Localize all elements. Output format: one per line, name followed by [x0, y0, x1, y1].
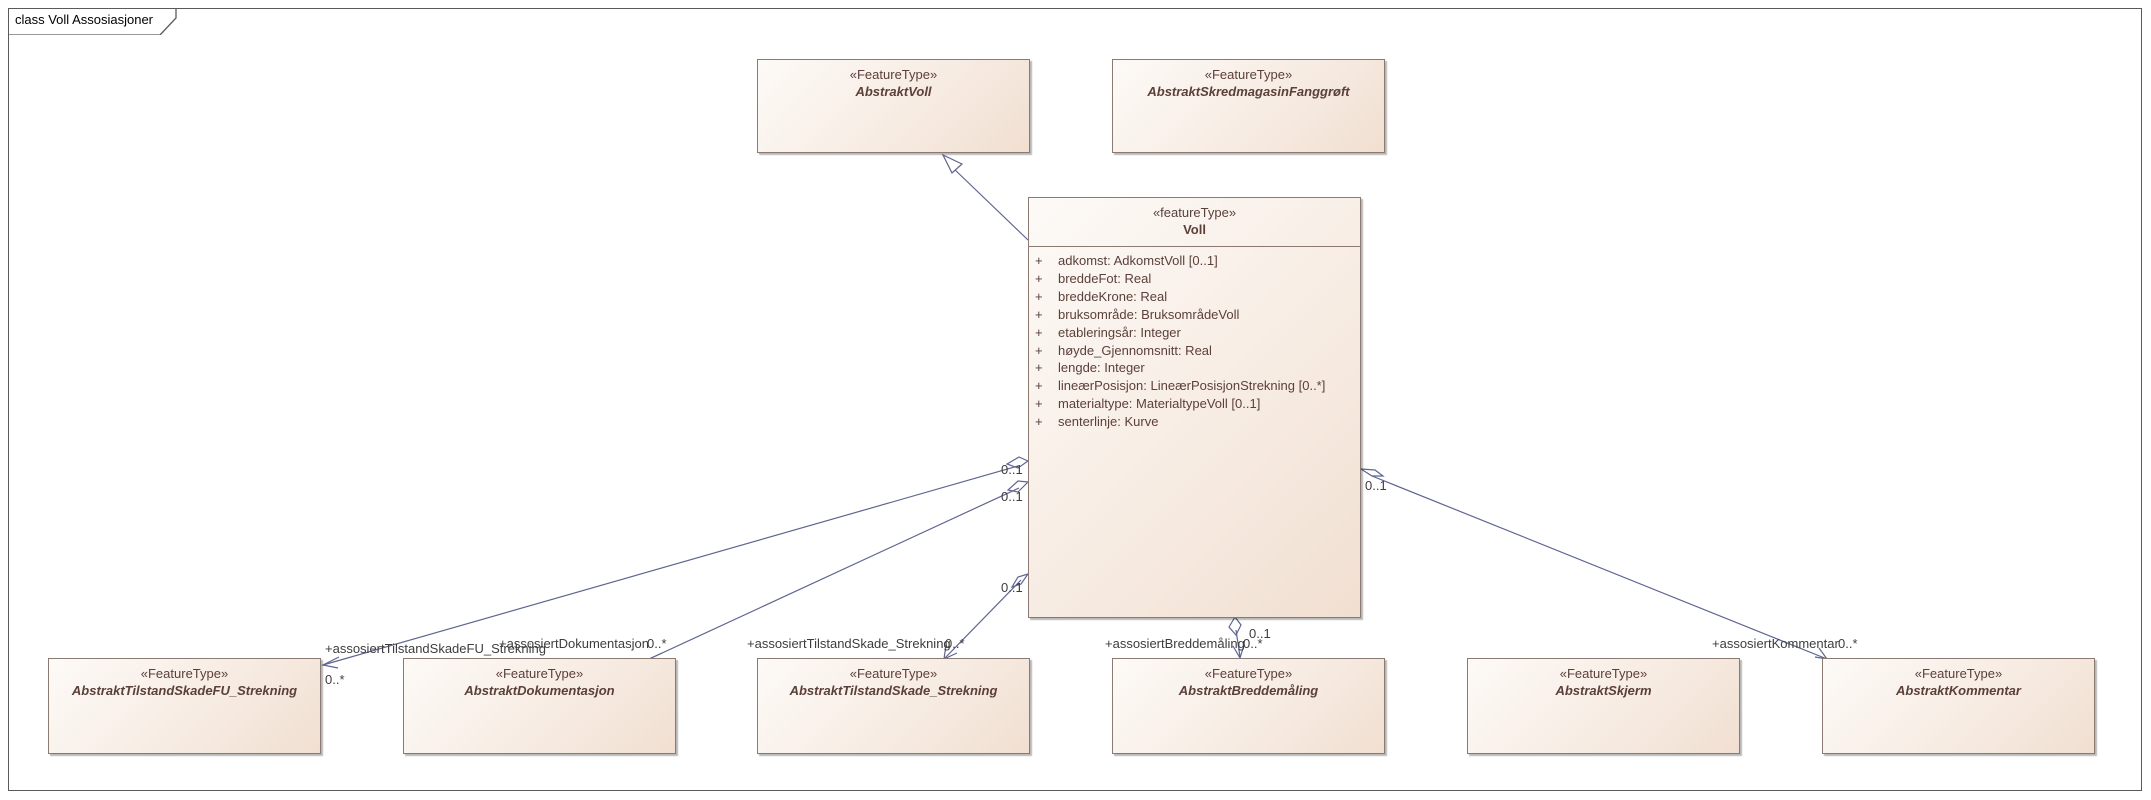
aggregation-icon [1228, 615, 1242, 637]
attribute-row: +materialtype: MaterialtypeVoll [0..1] [1035, 396, 1261, 412]
class-abstrakt-tilstand-skade-strekning[interactable]: «FeatureType» AbstraktTilstandSkade_Stre… [757, 658, 1030, 754]
aggregation-icon [1010, 572, 1030, 589]
aggregation-icon [1006, 480, 1030, 493]
multiplicity-label: 0..* [325, 672, 345, 687]
class-name: AbstraktSkredmagasinFanggrøft [1147, 84, 1350, 99]
multiplicity-label: 0..1 [1001, 462, 1023, 477]
role-label-kommentar: +assosiertKommentar [1712, 636, 1839, 651]
class-name: AbstraktVoll [855, 84, 932, 99]
multiplicity-label: 0..* [647, 636, 667, 651]
aggregation-icon [1005, 456, 1030, 469]
diagram-title: class Voll Assosiasjoner [15, 12, 154, 27]
multiplicity-label: 0..* [1838, 636, 1858, 651]
attribute-row: +lengde: Integer [1035, 360, 1145, 376]
association-line-tilstand-strekning [943, 579, 1022, 660]
role-label-dokumentasjon: +assosiertDokumentasjon [499, 636, 649, 651]
attribute-row: +etableringsår: Integer [1035, 324, 1181, 340]
diagram-frame [8, 8, 2142, 791]
class-abstrakt-skredmagasin-fanggroft[interactable]: «FeatureType» AbstraktSkredmagasinFanggr… [1112, 59, 1385, 153]
generalization-line [951, 166, 1029, 241]
role-label-tilstand-strekning: +assosiertTilstandSkade_Strekning [747, 636, 951, 651]
attribute-row: +senterlinje: Kurve [1035, 414, 1159, 430]
association-line-dokumentasjon [646, 487, 1020, 661]
role-label-breddemaling: +assosiertBreddemåling [1105, 636, 1245, 651]
stereotype-label: «FeatureType» [849, 67, 938, 82]
stereotype-label: «featureType» [1152, 205, 1237, 220]
class-abstrakt-kommentar[interactable]: «FeatureType» AbstraktKommentar [1822, 658, 2095, 754]
class-name: AbstraktSkjerm [1555, 683, 1652, 698]
class-abstrakt-voll[interactable]: «FeatureType» AbstraktVoll [757, 59, 1030, 153]
attribute-row: +lineærPosisjon: LineærPosisjonStrekning… [1035, 378, 1326, 394]
class-name: Voll [1183, 222, 1206, 237]
stereotype-label: «FeatureType» [1559, 666, 1648, 681]
generalization-arrowhead-icon [941, 153, 964, 174]
attribute-row: +høyde_Gjennomsnitt: Real [1035, 342, 1212, 358]
class-name: AbstraktTilstandSkade_Strekning [789, 683, 998, 698]
attribute-row: +breddeKrone: Real [1035, 288, 1168, 304]
attribute-list: +adkomst: AdkomstVoll [0..1] +breddeFot:… [1029, 247, 1360, 431]
multiplicity-label: 0..1 [1365, 478, 1387, 493]
class-abstrakt-tilstand-skade-fu-strekning[interactable]: «FeatureType» AbstraktTilstandSkadeFU_St… [48, 658, 321, 754]
multiplicity-label: 0..* [945, 636, 965, 651]
stereotype-label: «FeatureType» [140, 666, 229, 681]
open-arrow-icon [321, 656, 340, 669]
aggregation-icon [1360, 468, 1385, 477]
stereotype-label: «FeatureType» [849, 666, 938, 681]
stereotype-label: «FeatureType» [1914, 666, 2003, 681]
multiplicity-label: 0..* [1243, 636, 1263, 651]
stereotype-label: «FeatureType» [1204, 666, 1293, 681]
class-abstrakt-skjerm[interactable]: «FeatureType» AbstraktSkjerm [1467, 658, 1740, 754]
class-name: AbstraktTilstandSkadeFU_Strekning [71, 683, 298, 698]
attribute-compartment-divider [1029, 246, 1360, 247]
attribute-row: +breddeFot: Real [1035, 270, 1152, 286]
attribute-row: +bruksområde: BruksområdeVoll [1035, 306, 1240, 322]
class-name: AbstraktKommentar [1896, 683, 2021, 698]
stereotype-label: «FeatureType» [495, 666, 584, 681]
attribute-row: +adkomst: AdkomstVoll [0..1] [1035, 253, 1218, 268]
class-voll[interactable]: «featureType» Voll +adkomst: AdkomstVoll… [1028, 197, 1361, 618]
class-abstrakt-dokumentasjon[interactable]: «FeatureType» AbstraktDokumentasjon [403, 658, 676, 754]
class-name: AbstraktDokumentasjon [464, 683, 615, 698]
stereotype-label: «FeatureType» [1204, 67, 1293, 82]
multiplicity-label: 0..1 [1249, 626, 1271, 641]
role-label-tilstand-fu: +assosiertTilstandSkadeFU_Strekning [325, 641, 546, 656]
class-abstrakt-breddemaling[interactable]: «FeatureType» AbstraktBreddemåling [1112, 658, 1385, 754]
association-line-kommentar [1371, 475, 1828, 660]
multiplicity-label: 0..1 [1001, 580, 1023, 595]
class-name: AbstraktBreddemåling [1178, 683, 1319, 698]
frame-title-tab [8, 8, 177, 35]
multiplicity-label: 0..1 [1001, 489, 1023, 504]
association-line-tilstand-fu [322, 465, 1019, 666]
